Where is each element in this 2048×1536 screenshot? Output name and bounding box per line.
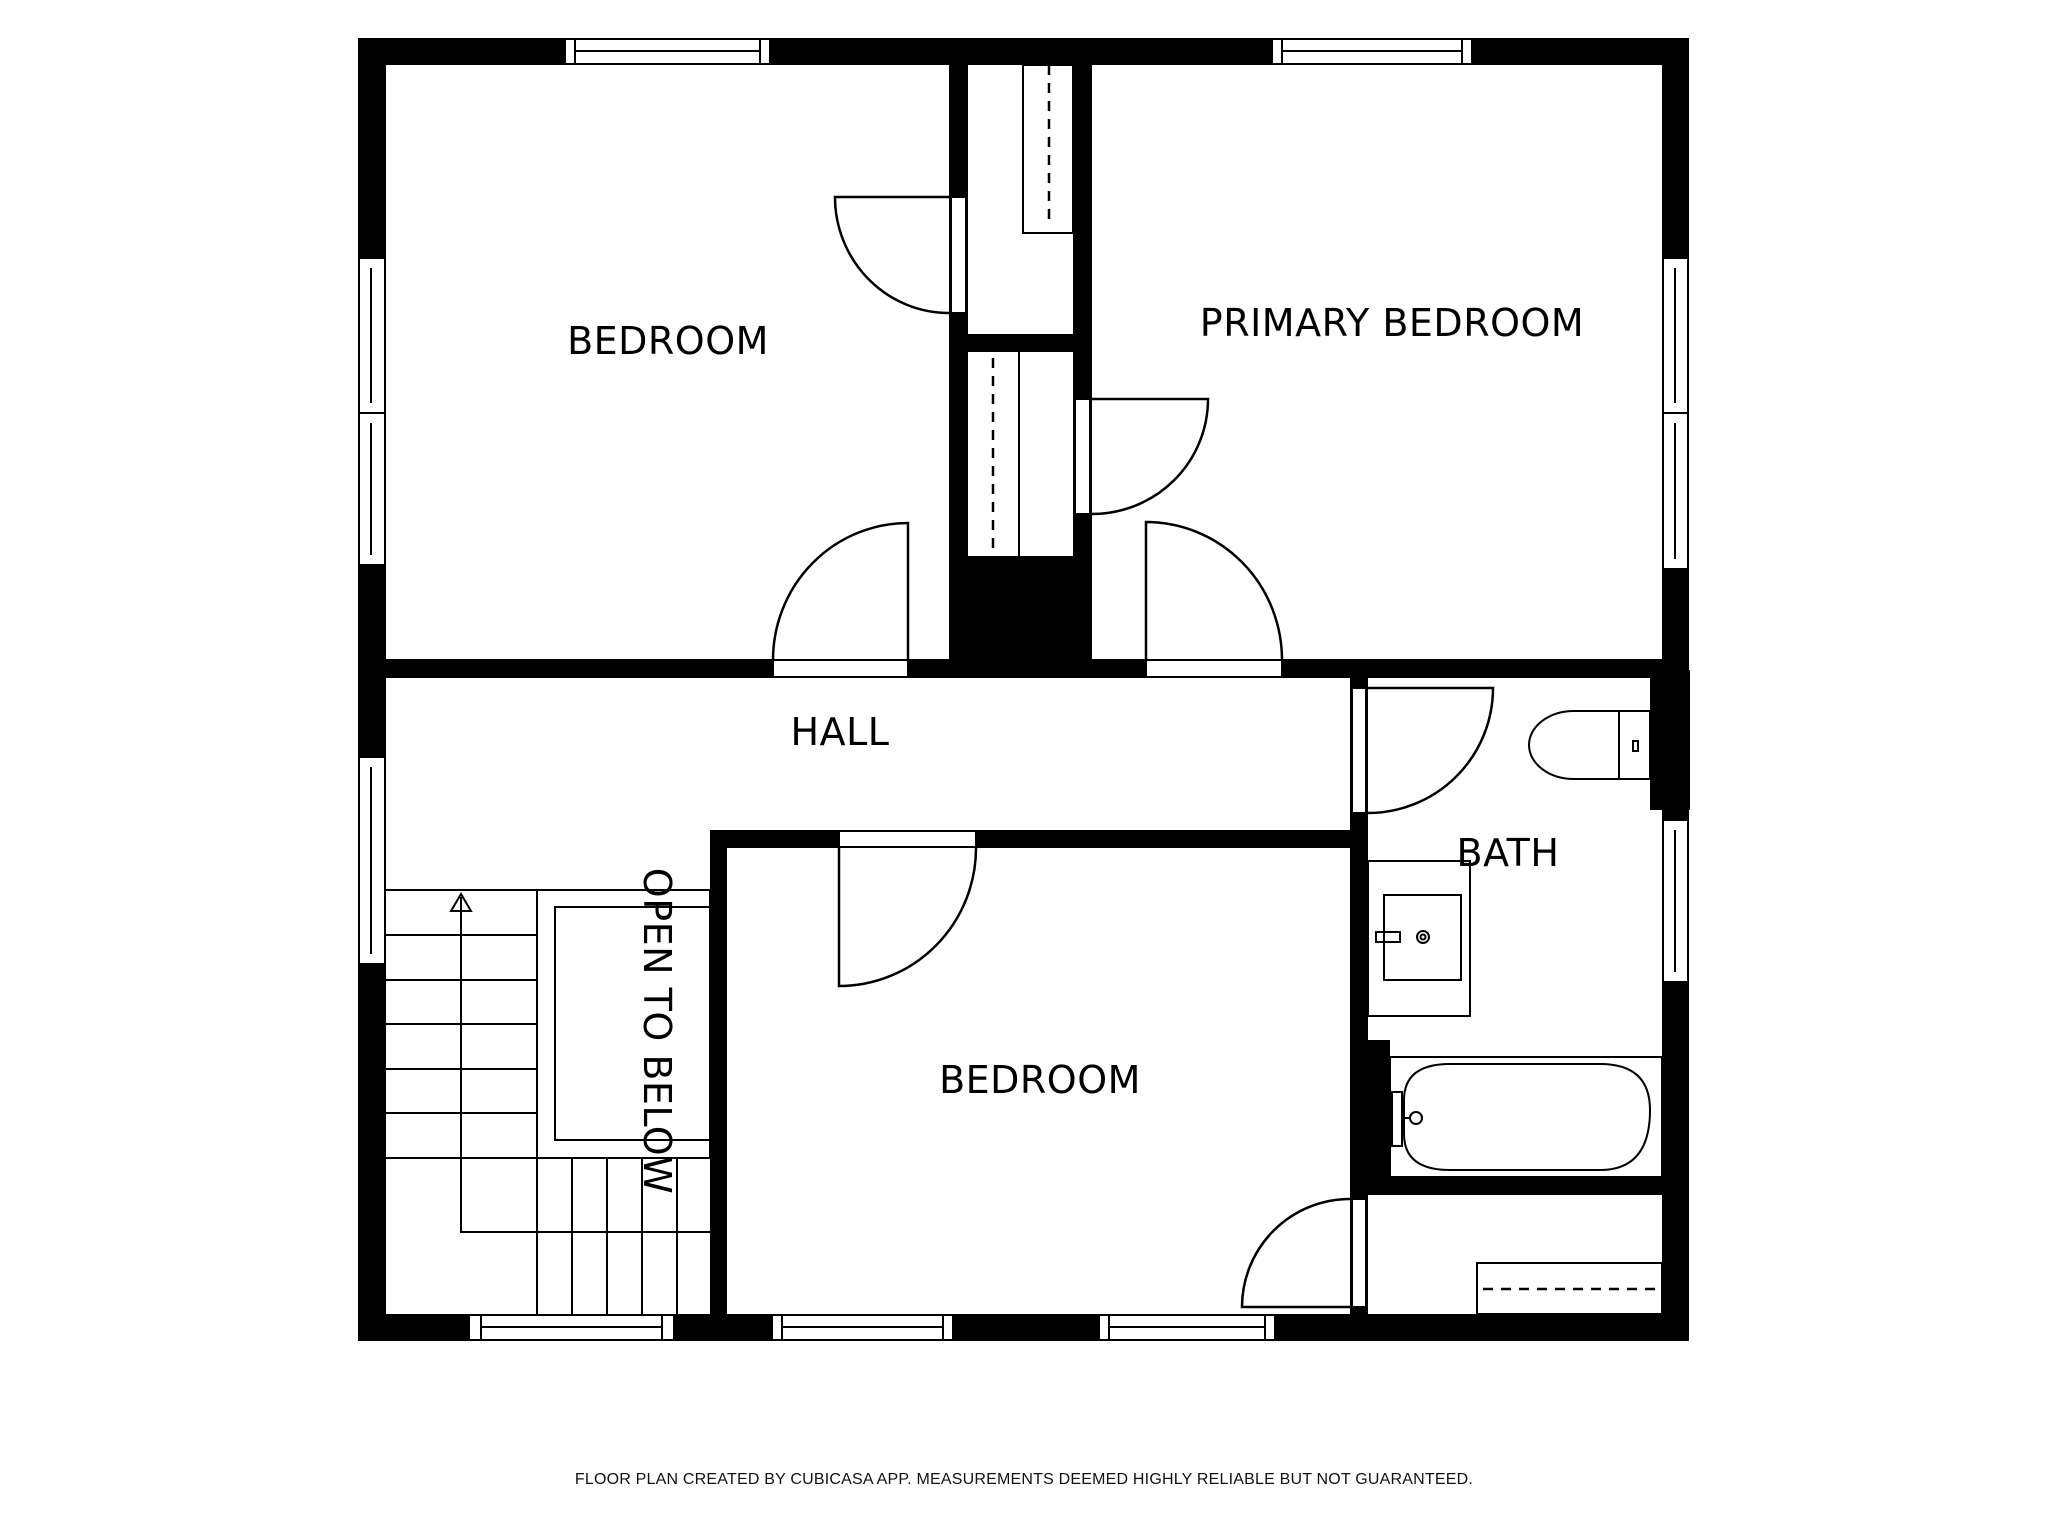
- window-bottom-bedroom-1: [771, 1314, 954, 1341]
- doors: [771, 195, 1495, 1309]
- stair-arrow-icon: [460, 897, 537, 1233]
- window-left-bedroom-2: [358, 412, 386, 566]
- closet-fixtures: [991, 64, 1663, 1315]
- window-bottom-stairs: [468, 1314, 675, 1341]
- toilet-icon: [1528, 710, 1651, 780]
- window-right-primary-1: [1662, 257, 1689, 414]
- room-label-bedroom-nw: BEDROOM: [567, 319, 769, 363]
- door-lower-bedroom: [837, 830, 978, 988]
- window-bottom-bedroom-2: [1098, 1314, 1276, 1341]
- door-primary-closet: [1074, 397, 1210, 516]
- door-bedroom-entry: [771, 521, 910, 678]
- room-label-hall: HALL: [791, 710, 890, 754]
- room-labels: BEDROOM PRIMARY BEDROOM HALL BATH BEDROO…: [567, 301, 1584, 1194]
- windows: [358, 38, 1689, 1341]
- bath-fixtures: [1367, 710, 1663, 1178]
- window-top-bedroom: [564, 38, 771, 65]
- room-label-primary-bedroom: PRIMARY BEDROOM: [1200, 301, 1584, 345]
- door-lower-closet: [1240, 1197, 1367, 1309]
- window-right-bath: [1662, 819, 1689, 983]
- bathtub-icon: [1389, 1056, 1663, 1178]
- door-bath: [1351, 686, 1495, 815]
- disclaimer-footer: FLOOR PLAN CREATED BY CUBICASA APP. MEAS…: [574, 1471, 1474, 1488]
- window-left-hall: [358, 756, 386, 965]
- window-right-primary-2: [1662, 412, 1689, 570]
- room-label-open-to-below: OPEN TO BELOW: [635, 868, 679, 1194]
- sink-icon: [1367, 860, 1471, 1017]
- room-label-bedroom-south: BEDROOM: [939, 1058, 1141, 1102]
- door-bedroom-closet: [833, 195, 967, 315]
- window-left-bedroom-1: [358, 257, 386, 414]
- window-top-primary: [1271, 38, 1473, 65]
- door-primary-entry: [1144, 520, 1284, 678]
- room-label-bath: BATH: [1457, 831, 1560, 875]
- stairs: [386, 889, 711, 1314]
